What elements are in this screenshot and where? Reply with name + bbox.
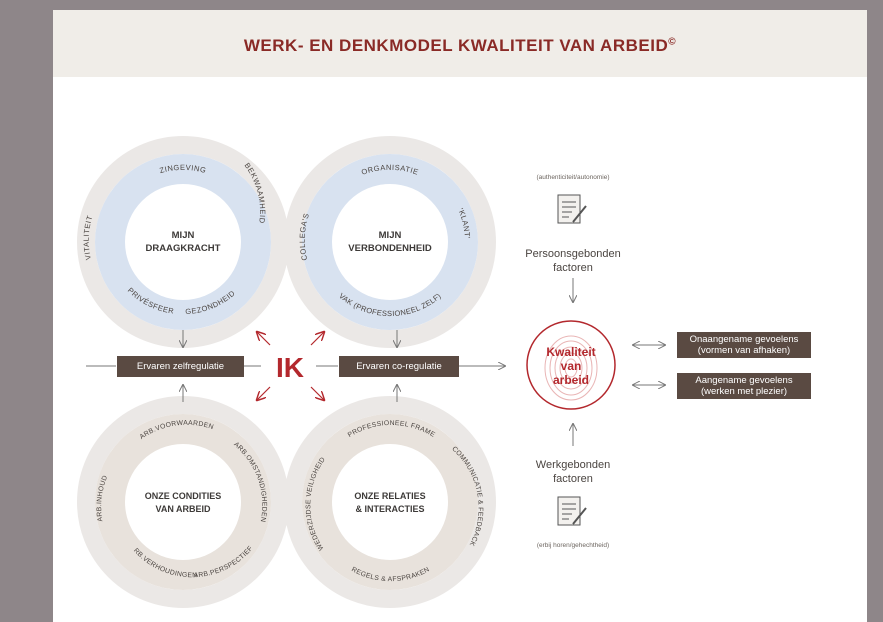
verbondenheid-center-1: MIJN bbox=[379, 230, 402, 241]
werkgebonden-label: Werkgebonden factoren bbox=[498, 458, 648, 486]
werkgebonden-note: (erbij horen/gehechtheid) bbox=[536, 542, 610, 549]
svg-text:ZINGEVING: ZINGEVING bbox=[159, 163, 208, 175]
ik-arrow-nw bbox=[257, 332, 271, 346]
label-vitaliteit: VITALITEIT bbox=[82, 214, 94, 261]
model-card: WERK- EN DENKMODEL KWALITEIT VAN ARBEID© bbox=[53, 10, 867, 622]
condities-center-1: ONZE CONDITIES bbox=[145, 491, 222, 501]
circle-verbondenheid: MIJN VERBONDENHEID ORGANISATIE 'KLANT' V… bbox=[284, 136, 496, 348]
model-diagram: MIJN DRAAGKRACHT ZINGEVING BEKWAAMHEID G… bbox=[53, 10, 867, 608]
werkgebonden-line-2: factoren bbox=[553, 473, 593, 485]
ik-label: IK bbox=[276, 352, 304, 383]
kwaliteit-line-3: arbeid bbox=[553, 373, 589, 387]
header-bar: WERK- EN DENKMODEL KWALITEIT VAN ARBEID© bbox=[53, 10, 867, 77]
ik-arrow-sw bbox=[257, 386, 271, 400]
document-pen-icon-top bbox=[557, 194, 587, 224]
aangename-line-1: Aangename gevoelens bbox=[695, 375, 793, 386]
box-coregulatie: Ervaren co-regulatie bbox=[339, 356, 459, 377]
relaties-center-2: & INTERACTIES bbox=[355, 504, 424, 514]
onaangename-line-1: Onaangename gevoelens bbox=[689, 334, 799, 345]
verbondenheid-center-2: VERBONDENHEID bbox=[348, 243, 432, 254]
draagkracht-center-1: MIJN bbox=[172, 230, 195, 241]
circle-draagkracht: MIJN DRAAGKRACHT ZINGEVING BEKWAAMHEID G… bbox=[77, 136, 289, 348]
onaangename-line-2: (vormen van afhaken) bbox=[697, 345, 791, 356]
copyright-mark: © bbox=[668, 36, 677, 48]
svg-text:VITALITEIT: VITALITEIT bbox=[82, 214, 95, 261]
draagkracht-center-2: DRAAGKRACHT bbox=[146, 243, 221, 254]
kwaliteit-line-1: Kwaliteit bbox=[546, 345, 595, 359]
werkgebonden-line-1: Werkgebonden bbox=[535, 459, 611, 471]
circle-relaties: ONZE RELATIES & INTERACTIES PROFESSIONEE… bbox=[284, 396, 496, 608]
box-aangename: Aangename gevoelens (werken met plezier) bbox=[677, 373, 811, 399]
persoonsgebonden-note: (authenticiteit/autonomie) bbox=[536, 174, 610, 181]
ik-arrow-ne bbox=[310, 332, 324, 346]
box-onaangename: Onaangename gevoelens (vormen van afhake… bbox=[677, 332, 811, 358]
box-zelfregulatie-label: Ervaren zelfregulatie bbox=[136, 361, 225, 372]
kwaliteit-circle: Kwaliteit van arbeid bbox=[526, 320, 616, 410]
aangename-line-2: (werken met plezier) bbox=[700, 386, 788, 397]
document-pen-icon-bottom bbox=[557, 496, 587, 526]
box-zelfregulatie: Ervaren zelfregulatie bbox=[117, 356, 244, 377]
fingerprint-icon bbox=[544, 335, 598, 401]
kwaliteit-line-2: van bbox=[561, 359, 582, 373]
box-coregulatie-label: Ervaren co-regulatie bbox=[356, 361, 442, 372]
title-text: WERK- EN DENKMODEL KWALITEIT VAN ARBEID bbox=[243, 36, 669, 55]
ik-arrow-se bbox=[310, 386, 324, 400]
persoonsgebonden-line-2: factoren bbox=[553, 262, 593, 274]
label-zingeving: ZINGEVING bbox=[159, 163, 207, 175]
persoonsgebonden-line-1: Persoonsgebonden bbox=[525, 248, 621, 260]
condities-center-2: VAN ARBEID bbox=[155, 504, 211, 514]
page-title: WERK- EN DENKMODEL KWALITEIT VAN ARBEID© bbox=[53, 36, 867, 56]
persoonsgebonden-label: Persoonsgebonden factoren bbox=[498, 247, 648, 275]
relaties-center-1: ONZE RELATIES bbox=[354, 491, 425, 501]
